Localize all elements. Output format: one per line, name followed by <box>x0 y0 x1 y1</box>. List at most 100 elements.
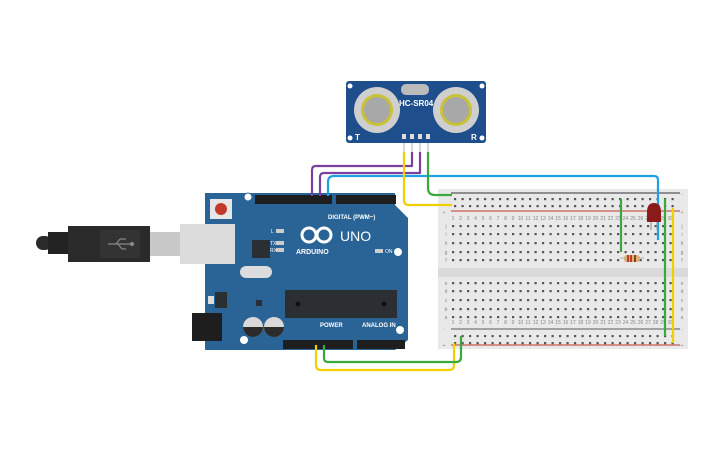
breadboard-hole[interactable] <box>647 225 650 228</box>
breadboard-hole[interactable] <box>549 251 552 254</box>
breadboard-hole[interactable] <box>529 198 532 201</box>
breadboard-hole[interactable] <box>609 290 612 293</box>
breadboard-hole[interactable] <box>647 259 650 262</box>
breadboard-hole[interactable] <box>459 290 462 293</box>
breadboard-hole[interactable] <box>589 335 592 338</box>
breadboard-hole[interactable] <box>549 308 552 311</box>
breadboard-hole[interactable] <box>572 282 575 285</box>
breadboard-hole[interactable] <box>624 242 627 245</box>
breadboard-hole[interactable] <box>579 290 582 293</box>
breadboard-hole[interactable] <box>497 225 500 228</box>
breadboard-hole[interactable] <box>579 225 582 228</box>
breadboard-hole[interactable] <box>549 290 552 293</box>
breadboard-hole[interactable] <box>482 225 485 228</box>
breadboard-hole[interactable] <box>641 205 644 208</box>
breadboard-hole[interactable] <box>497 316 500 319</box>
breadboard-hole[interactable] <box>581 198 584 201</box>
breadboard-hole[interactable] <box>534 308 537 311</box>
breadboard-hole[interactable] <box>491 342 494 345</box>
breadboard-hole[interactable] <box>467 259 470 262</box>
breadboard-hole[interactable] <box>611 342 614 345</box>
breadboard-hole[interactable] <box>669 251 672 254</box>
breadboard-hole[interactable] <box>662 316 665 319</box>
breadboard-hole[interactable] <box>549 282 552 285</box>
breadboard-hole[interactable] <box>617 251 620 254</box>
breadboard-hole[interactable] <box>519 290 522 293</box>
breadboard-hole[interactable] <box>559 335 562 338</box>
breadboard-hole[interactable] <box>594 233 597 236</box>
breadboard-hole[interactable] <box>632 225 635 228</box>
breadboard-hole[interactable] <box>654 233 657 236</box>
digital-header-right[interactable] <box>336 195 396 204</box>
breadboard-hole[interactable] <box>521 342 524 345</box>
breadboard-hole[interactable] <box>482 242 485 245</box>
breadboard-hole[interactable] <box>482 251 485 254</box>
breadboard-hole[interactable] <box>534 251 537 254</box>
breadboard-hole[interactable] <box>557 308 560 311</box>
breadboard-hole[interactable] <box>624 299 627 302</box>
breadboard-hole[interactable] <box>521 335 524 338</box>
breadboard-hole[interactable] <box>519 259 522 262</box>
breadboard-hole[interactable] <box>654 316 657 319</box>
breadboard-hole[interactable] <box>604 198 607 201</box>
wire-trig-purple[interactable] <box>310 152 414 196</box>
breadboard-hole[interactable] <box>662 225 665 228</box>
breadboard-hole[interactable] <box>506 205 509 208</box>
breadboard-hole[interactable] <box>662 233 665 236</box>
breadboard-hole[interactable] <box>557 242 560 245</box>
breadboard-hole[interactable] <box>669 282 672 285</box>
breadboard-hole[interactable] <box>579 233 582 236</box>
breadboard-hole[interactable] <box>549 316 552 319</box>
breadboard-hole[interactable] <box>647 251 650 254</box>
breadboard-hole[interactable] <box>474 242 477 245</box>
breadboard-hole[interactable] <box>542 299 545 302</box>
breadboard-hole[interactable] <box>566 198 569 201</box>
breadboard-hole[interactable] <box>669 316 672 319</box>
breadboard-hole[interactable] <box>557 290 560 293</box>
wire-gnd-green[interactable] <box>426 152 452 197</box>
breadboard-hole[interactable] <box>474 282 477 285</box>
breadboard-hole[interactable] <box>639 282 642 285</box>
breadboard-hole[interactable] <box>542 282 545 285</box>
breadboard-hole[interactable] <box>467 290 470 293</box>
breadboard-hole[interactable] <box>529 342 532 345</box>
breadboard-hole[interactable] <box>534 242 537 245</box>
breadboard-hole[interactable] <box>454 205 457 208</box>
breadboard-hole[interactable] <box>662 299 665 302</box>
breadboard-hole[interactable] <box>669 259 672 262</box>
breadboard-hole[interactable] <box>459 308 462 311</box>
breadboard-hole[interactable] <box>549 225 552 228</box>
breadboard-hole[interactable] <box>617 282 620 285</box>
breadboard-hole[interactable] <box>587 290 590 293</box>
breadboard-hole[interactable] <box>609 259 612 262</box>
breadboard-hole[interactable] <box>542 316 545 319</box>
breadboard-hole[interactable] <box>602 242 605 245</box>
breadboard-hole[interactable] <box>649 335 652 338</box>
breadboard-hole[interactable] <box>497 299 500 302</box>
breadboard-hole[interactable] <box>589 198 592 201</box>
breadboard-hole[interactable] <box>519 233 522 236</box>
breadboard-hole[interactable] <box>564 225 567 228</box>
breadboard-hole[interactable] <box>551 205 554 208</box>
breadboard-hole[interactable] <box>542 225 545 228</box>
breadboard-hole[interactable] <box>594 225 597 228</box>
breadboard-hole[interactable] <box>469 198 472 201</box>
resistor[interactable] <box>620 255 644 262</box>
breadboard-hole[interactable] <box>549 242 552 245</box>
breadboard-hole[interactable] <box>542 259 545 262</box>
breadboard-hole[interactable] <box>534 259 537 262</box>
breadboard-hole[interactable] <box>581 335 584 338</box>
breadboard-hole[interactable] <box>639 316 642 319</box>
breadboard-hole[interactable] <box>452 242 455 245</box>
breadboard-hole[interactable] <box>536 198 539 201</box>
breadboard-hole[interactable] <box>527 299 530 302</box>
breadboard-hole[interactable] <box>489 259 492 262</box>
breadboard-hole[interactable] <box>527 259 530 262</box>
hc-sr04-sensor[interactable]: HC-SR04 T R <box>346 81 486 152</box>
breadboard-hole[interactable] <box>587 242 590 245</box>
breadboard-hole[interactable] <box>549 233 552 236</box>
breadboard-hole[interactable] <box>529 335 532 338</box>
breadboard-hole[interactable] <box>542 290 545 293</box>
